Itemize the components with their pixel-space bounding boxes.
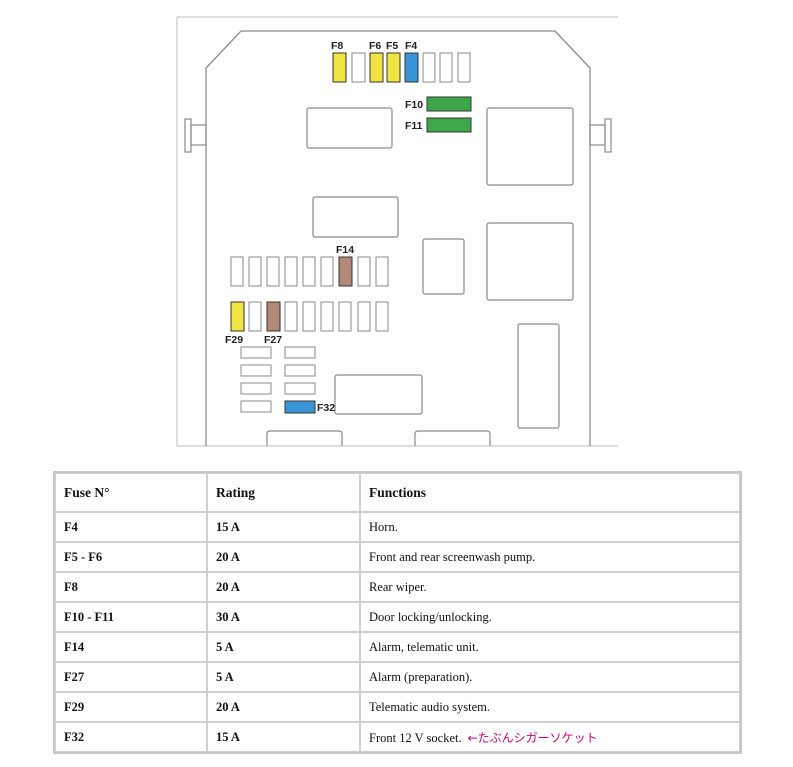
table-row: F10 - F11 30 A Door locking/unlocking. xyxy=(55,602,740,632)
header-fuse-number: Fuse N° xyxy=(55,473,207,512)
relay-block-top-center xyxy=(306,107,393,149)
label-f29: F29 xyxy=(225,334,243,346)
fuse-slot-empty xyxy=(338,301,352,332)
fuse-f6 xyxy=(369,52,384,83)
fuse-f5 xyxy=(386,52,401,83)
fuse-slot-empty xyxy=(351,52,366,83)
fuse-f4 xyxy=(404,52,419,83)
table-row: F32 15 A Front 12 V socket. ←たぶんシガーソケット xyxy=(55,722,740,752)
fuse-slot-empty xyxy=(284,256,298,287)
cell-fuse: F32 xyxy=(55,722,207,752)
fuse-f29 xyxy=(230,301,245,332)
bottom-connector-right xyxy=(414,430,491,446)
label-f6: F6 xyxy=(369,40,381,52)
cell-fuse: F8 xyxy=(55,572,207,602)
cell-function: Alarm, telematic unit. xyxy=(360,632,740,662)
fuse-f27 xyxy=(266,301,281,332)
fuse-slot-empty xyxy=(302,256,316,287)
annotation-note: ←たぶんシガーソケット xyxy=(467,730,598,745)
fuse-slot-empty xyxy=(357,301,371,332)
table-row: F8 20 A Rear wiper. xyxy=(55,572,740,602)
header-functions: Functions xyxy=(360,473,740,512)
relay-block-right-middle xyxy=(486,222,574,301)
fuse-slot-empty xyxy=(375,256,389,287)
fuse-slot-empty xyxy=(230,256,244,287)
fuse-slot-empty xyxy=(422,52,436,83)
cell-rating: 20 A xyxy=(207,692,360,722)
cell-function-text: Front 12 V socket. xyxy=(369,730,462,745)
fuse-slot-empty xyxy=(284,301,298,332)
mini-fuse-slot xyxy=(284,346,316,359)
mini-fuse-slot xyxy=(284,364,316,377)
fuse-slot-empty xyxy=(320,301,334,332)
table-row: F27 5 A Alarm (preparation). xyxy=(55,662,740,692)
cell-function: Door locking/unlocking. xyxy=(360,602,740,632)
fuse-box-diagram: F8 F6 F5 F4 F10 F11 F14 F29 F27 F32 xyxy=(176,16,618,447)
cell-function: Front and rear screenwash pump. xyxy=(360,542,740,572)
fuse-slot-empty xyxy=(357,256,371,287)
mini-fuse-slot xyxy=(240,364,272,377)
table-row: F14 5 A Alarm, telematic unit. xyxy=(55,632,740,662)
label-f11: F11 xyxy=(405,120,423,132)
fuse-slot-empty xyxy=(248,301,262,332)
fuse-slot-empty xyxy=(302,301,316,332)
left-mount-lug xyxy=(184,118,207,153)
fuse-slot-empty xyxy=(439,52,453,83)
cell-function: Rear wiper. xyxy=(360,572,740,602)
fuse-slot-empty xyxy=(457,52,471,83)
label-f32: F32 xyxy=(317,402,335,414)
cell-fuse: F27 xyxy=(55,662,207,692)
cell-fuse: F5 - F6 xyxy=(55,542,207,572)
right-mount-lug xyxy=(589,118,612,153)
label-f27: F27 xyxy=(264,334,282,346)
label-f10: F10 xyxy=(405,99,423,111)
cell-rating: 15 A xyxy=(207,512,360,542)
cell-fuse: F10 - F11 xyxy=(55,602,207,632)
header-rating: Rating xyxy=(207,473,360,512)
label-f14: F14 xyxy=(336,244,354,256)
label-f8: F8 xyxy=(331,40,343,52)
mini-fuse-slot xyxy=(240,346,272,359)
relay-block-top-right xyxy=(486,107,574,186)
cell-rating: 20 A xyxy=(207,572,360,602)
cell-rating: 30 A xyxy=(207,602,360,632)
relay-block-small-middle xyxy=(422,238,465,295)
fuse-slot-empty xyxy=(320,256,334,287)
fuse-f11 xyxy=(426,117,472,133)
relay-block-right-tall xyxy=(517,323,560,429)
fuse-f14 xyxy=(338,256,353,287)
table-row: F5 - F6 20 A Front and rear screenwash p… xyxy=(55,542,740,572)
cell-rating: 15 A xyxy=(207,722,360,752)
fuse-f10 xyxy=(426,96,472,112)
fuse-slot-empty xyxy=(248,256,262,287)
fuse-slot-empty xyxy=(375,301,389,332)
cell-fuse: F4 xyxy=(55,512,207,542)
fuse-slot-empty xyxy=(266,256,280,287)
fuse-f8 xyxy=(332,52,347,83)
mini-fuse-slot xyxy=(240,400,272,413)
mini-fuse-slot xyxy=(240,382,272,395)
cell-function: Alarm (preparation). xyxy=(360,662,740,692)
table-row: F29 20 A Telematic audio system. xyxy=(55,692,740,722)
table-row: F4 15 A Horn. xyxy=(55,512,740,542)
fuse-table: Fuse N° Rating Functions F4 15 A Horn. F… xyxy=(53,471,742,754)
cell-function: Telematic audio system. xyxy=(360,692,740,722)
cell-function: Horn. xyxy=(360,512,740,542)
cell-fuse: F29 xyxy=(55,692,207,722)
label-f4: F4 xyxy=(405,40,417,52)
mini-fuse-slot xyxy=(284,382,316,395)
label-f5: F5 xyxy=(386,40,398,52)
bottom-connector-left xyxy=(266,430,343,446)
fuse-f32 xyxy=(284,400,316,414)
cell-rating: 20 A xyxy=(207,542,360,572)
cell-rating: 5 A xyxy=(207,662,360,692)
table-header-row: Fuse N° Rating Functions xyxy=(55,473,740,512)
relay-block-bottom-center xyxy=(334,374,423,415)
cell-rating: 5 A xyxy=(207,632,360,662)
relay-block-middle xyxy=(312,196,399,238)
cell-fuse: F14 xyxy=(55,632,207,662)
cell-function: Front 12 V socket. ←たぶんシガーソケット xyxy=(360,722,740,752)
